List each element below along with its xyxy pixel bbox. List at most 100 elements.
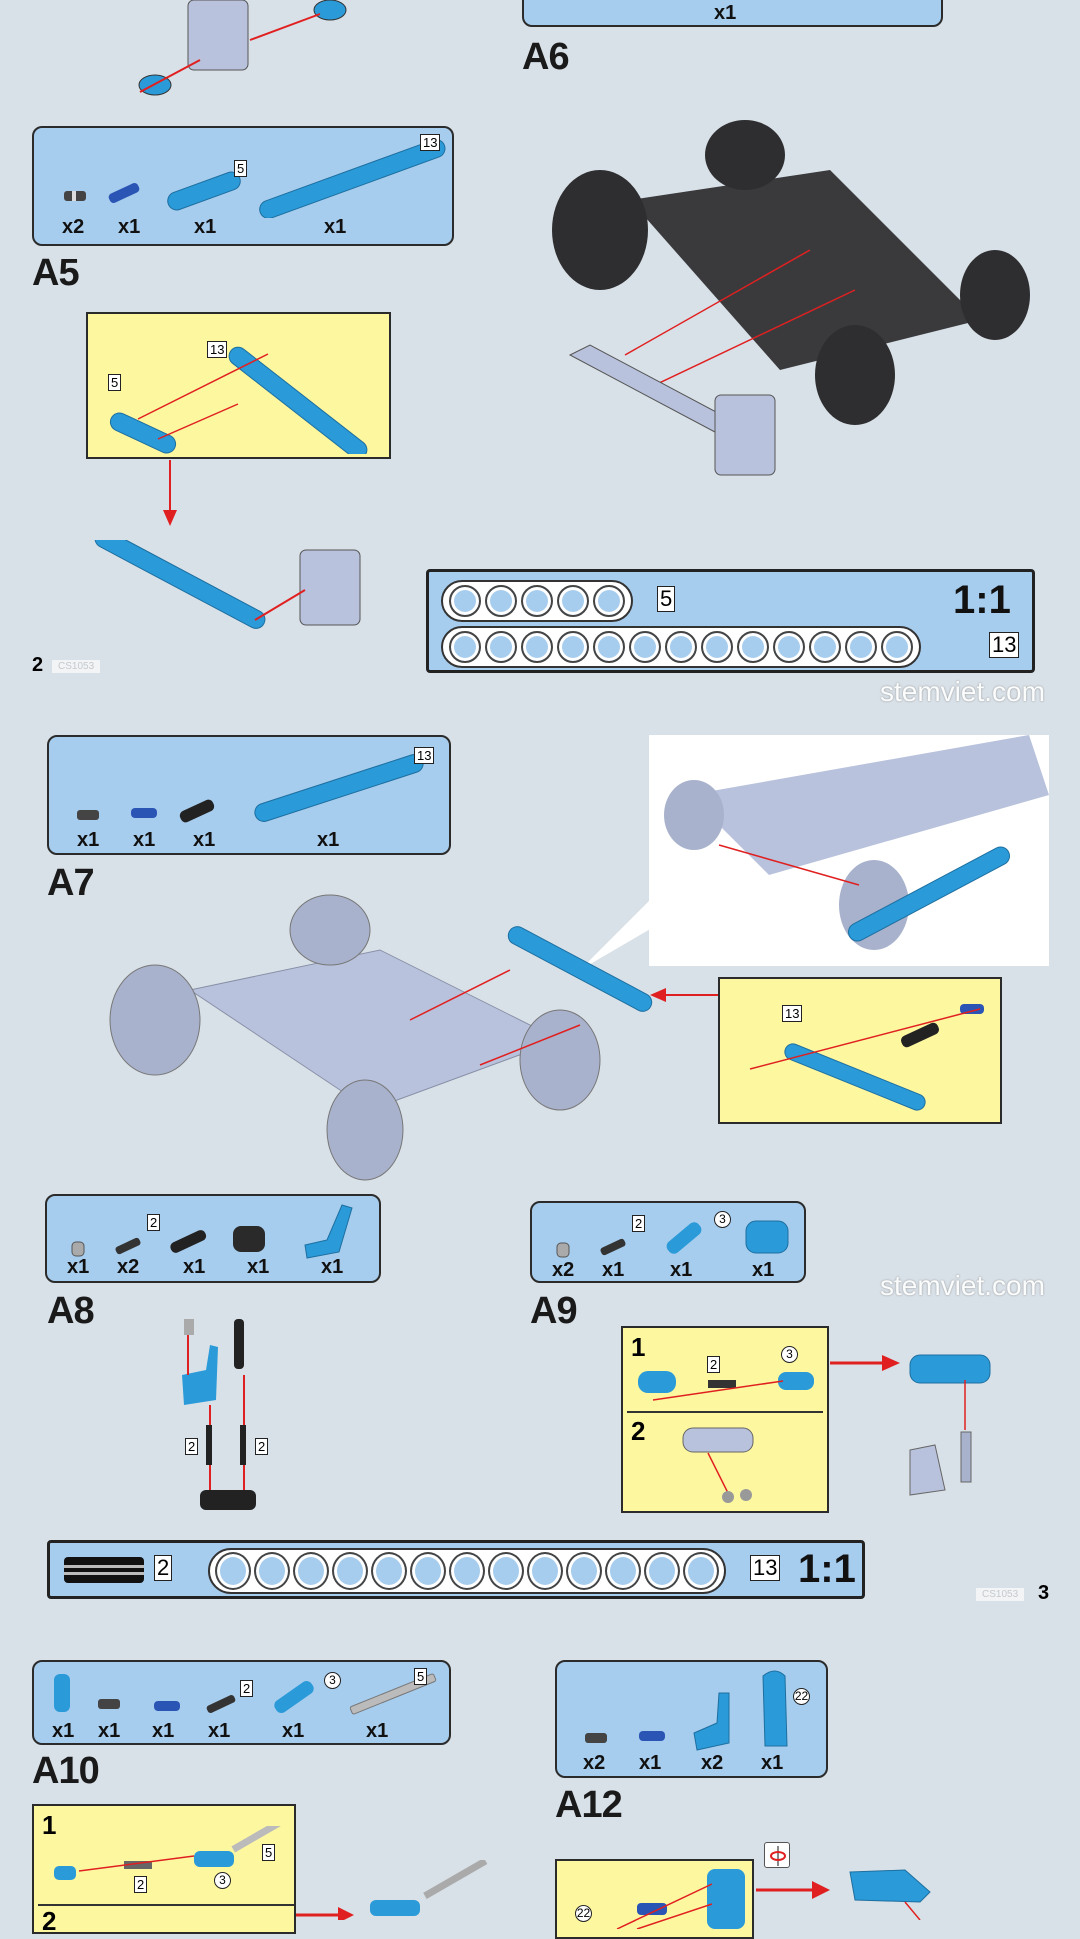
a8-qty-5: x1 — [321, 1256, 344, 1278]
sub-size-2: 2 — [707, 1356, 721, 1373]
a7-qty-2: x1 — [133, 829, 156, 851]
page-number-right: 3 — [1038, 1582, 1050, 1604]
black-connector-icon — [233, 1226, 265, 1252]
a12-sub-assembly-box: 22 — [555, 1859, 754, 1939]
a10-parts-box: 2 3 5 x1 x1 x1 x1 x1 x1 — [32, 1660, 451, 1745]
size-label-22: 22 — [793, 1688, 810, 1705]
a10-qty-5: x1 — [282, 1720, 305, 1742]
sub-divider — [627, 1411, 823, 1413]
size-label-3: 3 — [714, 1211, 731, 1228]
beam-13-icon — [254, 754, 424, 822]
assembly-result-a9 — [909, 1354, 991, 1496]
a5-qty-4: x1 — [324, 216, 347, 238]
assembly-result-a12 — [849, 1869, 931, 1920]
step1-illustration — [54, 1826, 287, 1880]
sub-size-13: 13 — [207, 341, 228, 358]
sub-size-13: 13 — [782, 1005, 803, 1022]
sub-size-3: 3 — [214, 1872, 231, 1889]
size-label-2: 2 — [240, 1680, 254, 1697]
watermark: stemviet.com — [880, 676, 1045, 707]
a12-qty-2: x1 — [639, 1752, 662, 1774]
a5-sub-assembly-box: 13 5 — [86, 312, 391, 459]
sub-size-5: 5 — [262, 1844, 276, 1861]
axle-joiner-icon — [666, 1222, 702, 1254]
callout-pointer — [580, 900, 700, 970]
a5-qty-2: x1 — [118, 216, 141, 238]
assembly-illustration-a8 — [182, 1319, 256, 1510]
size-label-5: 5 — [414, 1668, 428, 1685]
size-label-2: 2 — [632, 1215, 646, 1232]
chassis-illustration-a6 — [552, 120, 1030, 476]
axle-joiner-icon — [274, 1681, 314, 1713]
a6-qty: x1 — [714, 2, 737, 24]
a8-qty-1: x1 — [67, 1256, 90, 1278]
beam-5-outline — [441, 580, 633, 622]
size-label-2: 2 — [147, 1214, 161, 1231]
a8-size-label-left: 2 — [185, 1438, 199, 1455]
steering-arm-icon — [762, 1670, 788, 1747]
sub-size-22: 22 — [575, 1905, 592, 1922]
axle-2-icon — [600, 1238, 626, 1256]
right-arrow-icon — [830, 1355, 900, 1371]
a9-qty-1: x2 — [552, 1259, 575, 1281]
a9-parts-box: 2 3 x2 x1 x1 x1 — [530, 1201, 806, 1283]
beam-5-icon — [167, 171, 241, 211]
axle-connector-icon — [179, 799, 215, 823]
a7-parts-box: 13 x1 x1 x1 x1 — [47, 735, 451, 855]
beam-13-outline — [441, 626, 921, 668]
a10-qty-2: x1 — [98, 1720, 121, 1742]
sub-step-1: 1 — [42, 1810, 57, 1840]
watermark: stemviet.com — [880, 1270, 1045, 1301]
left-arrow-icon — [650, 988, 720, 1002]
axle-pin-icon — [154, 1701, 180, 1711]
right-arrow-icon — [756, 1881, 830, 1899]
size-label-5: 5 — [234, 160, 248, 177]
a6-parts-box: x1 — [522, 0, 943, 27]
beam-13-icon — [259, 138, 446, 218]
detail-illustration — [664, 735, 1049, 950]
scale-ruler-2: 2 13 1:1 — [47, 1540, 865, 1599]
assembly-result-a5 — [94, 540, 361, 629]
a8-qty-2: x2 — [117, 1256, 140, 1278]
sub-size-2: 2 — [134, 1876, 148, 1893]
chassis-illustration-a7 — [109, 894, 653, 1181]
axle-2-outline — [64, 1557, 144, 1583]
sub-divider — [38, 1904, 294, 1906]
a10-qty-1: x1 — [52, 1720, 75, 1742]
a8-qty-3: x1 — [183, 1256, 206, 1278]
a12-parts-box: 22 x2 x1 x2 x1 — [555, 1660, 828, 1778]
sub-size-5: 5 — [108, 374, 122, 391]
right-arrow-icon — [296, 1907, 354, 1920]
connector-block-icon — [745, 1220, 789, 1254]
step-label-a7: A7 — [47, 862, 95, 904]
axle-2-icon — [115, 1237, 141, 1255]
a7-sub-assembly-box: 13 — [718, 977, 1002, 1124]
detail-inset — [649, 735, 1049, 966]
assembly-illustration-a4 — [138, 0, 347, 96]
angled-beam-icon — [693, 1692, 730, 1751]
scale-label: 1:1 — [953, 578, 1011, 622]
assembly-result-a10 — [370, 1860, 488, 1916]
size-label-13: 13 — [420, 134, 441, 151]
step-label-a8: A8 — [47, 1290, 95, 1332]
a10-qty-3: x1 — [152, 1720, 175, 1742]
a9-sub-assembly-box: 1 2 3 2 — [621, 1326, 829, 1513]
ruler-size-5: 5 — [657, 586, 676, 612]
friction-pin-icon — [64, 191, 86, 201]
a9-qty-4: x1 — [752, 1259, 775, 1281]
friction-pin-icon — [98, 1699, 120, 1709]
step-label-a5: A5 — [32, 252, 80, 294]
bush-icon — [71, 1241, 85, 1257]
a10-qty-4: x1 — [208, 1720, 231, 1742]
angled-beam-icon — [304, 1204, 353, 1259]
scale-label: 1:1 — [798, 1547, 856, 1591]
a12-qty-3: x2 — [701, 1752, 724, 1774]
beam-13-outline — [208, 1548, 726, 1594]
size-label-13: 13 — [414, 747, 435, 764]
sub-size-3: 3 — [781, 1346, 798, 1363]
beam-pin-illustration — [749, 1004, 984, 1111]
step-label-a6: A6 — [522, 36, 570, 78]
a9-qty-2: x1 — [602, 1259, 625, 1281]
a5-qty-3: x1 — [194, 216, 217, 238]
a5-qty-1: x2 — [62, 216, 85, 238]
